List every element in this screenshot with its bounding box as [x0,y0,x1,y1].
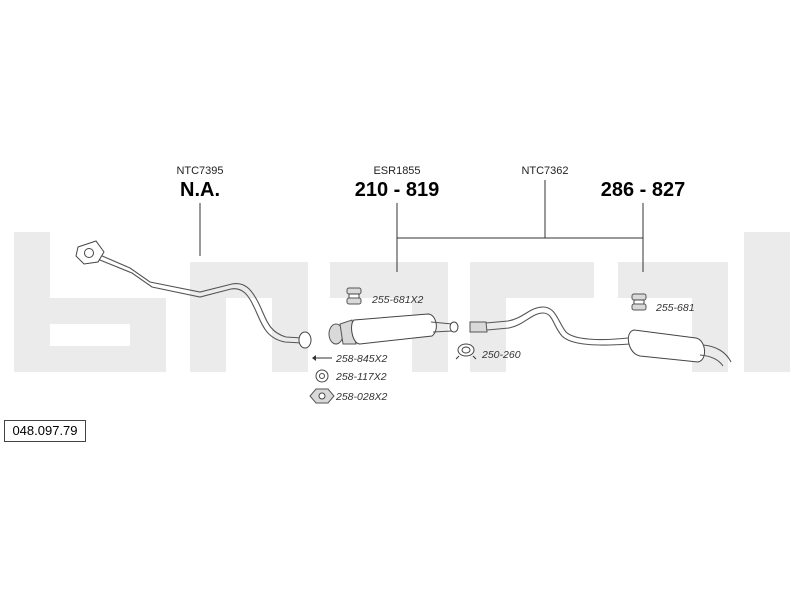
middle-group-number: 210 - 819 [355,179,440,201]
middle-group-ref: ESR1855 [373,165,420,177]
middle-silencer [328,313,459,345]
bolt-label: 258-845X2 [335,353,388,365]
rear-group-number: 286 - 827 [601,179,686,201]
rubber-mount-rear-icon [631,293,647,311]
clamp-label: 250-260 [481,349,521,361]
front-group-number: N.A. [180,179,220,201]
clamp-icon [455,343,477,360]
rear-silencer-body [627,329,705,363]
rear-group-ref: NTC7362 [521,165,568,177]
front-flange-hole [84,248,94,258]
washer-label: 258-117X2 [335,371,387,383]
front-pipe [75,240,312,349]
middle-silencer-body [351,313,437,345]
rubber-mount-mid-icon [346,287,362,305]
mount-rear-label: 255-681 [655,302,695,314]
rear-silencer [627,329,732,367]
leader-lines [199,180,644,272]
brand-watermark [14,232,790,372]
mount-mid-label: 255-681X2 [371,294,424,306]
front-pipe-end [298,331,312,349]
front-group-ref: NTC7395 [176,165,223,177]
washer-icon [315,369,329,383]
catalog-code: 048.097.79 [4,420,86,442]
nut-label: 258-028X2 [335,391,388,403]
bolt-icon [312,355,332,361]
rear-pipe [469,306,631,346]
nut-icon [309,388,335,404]
